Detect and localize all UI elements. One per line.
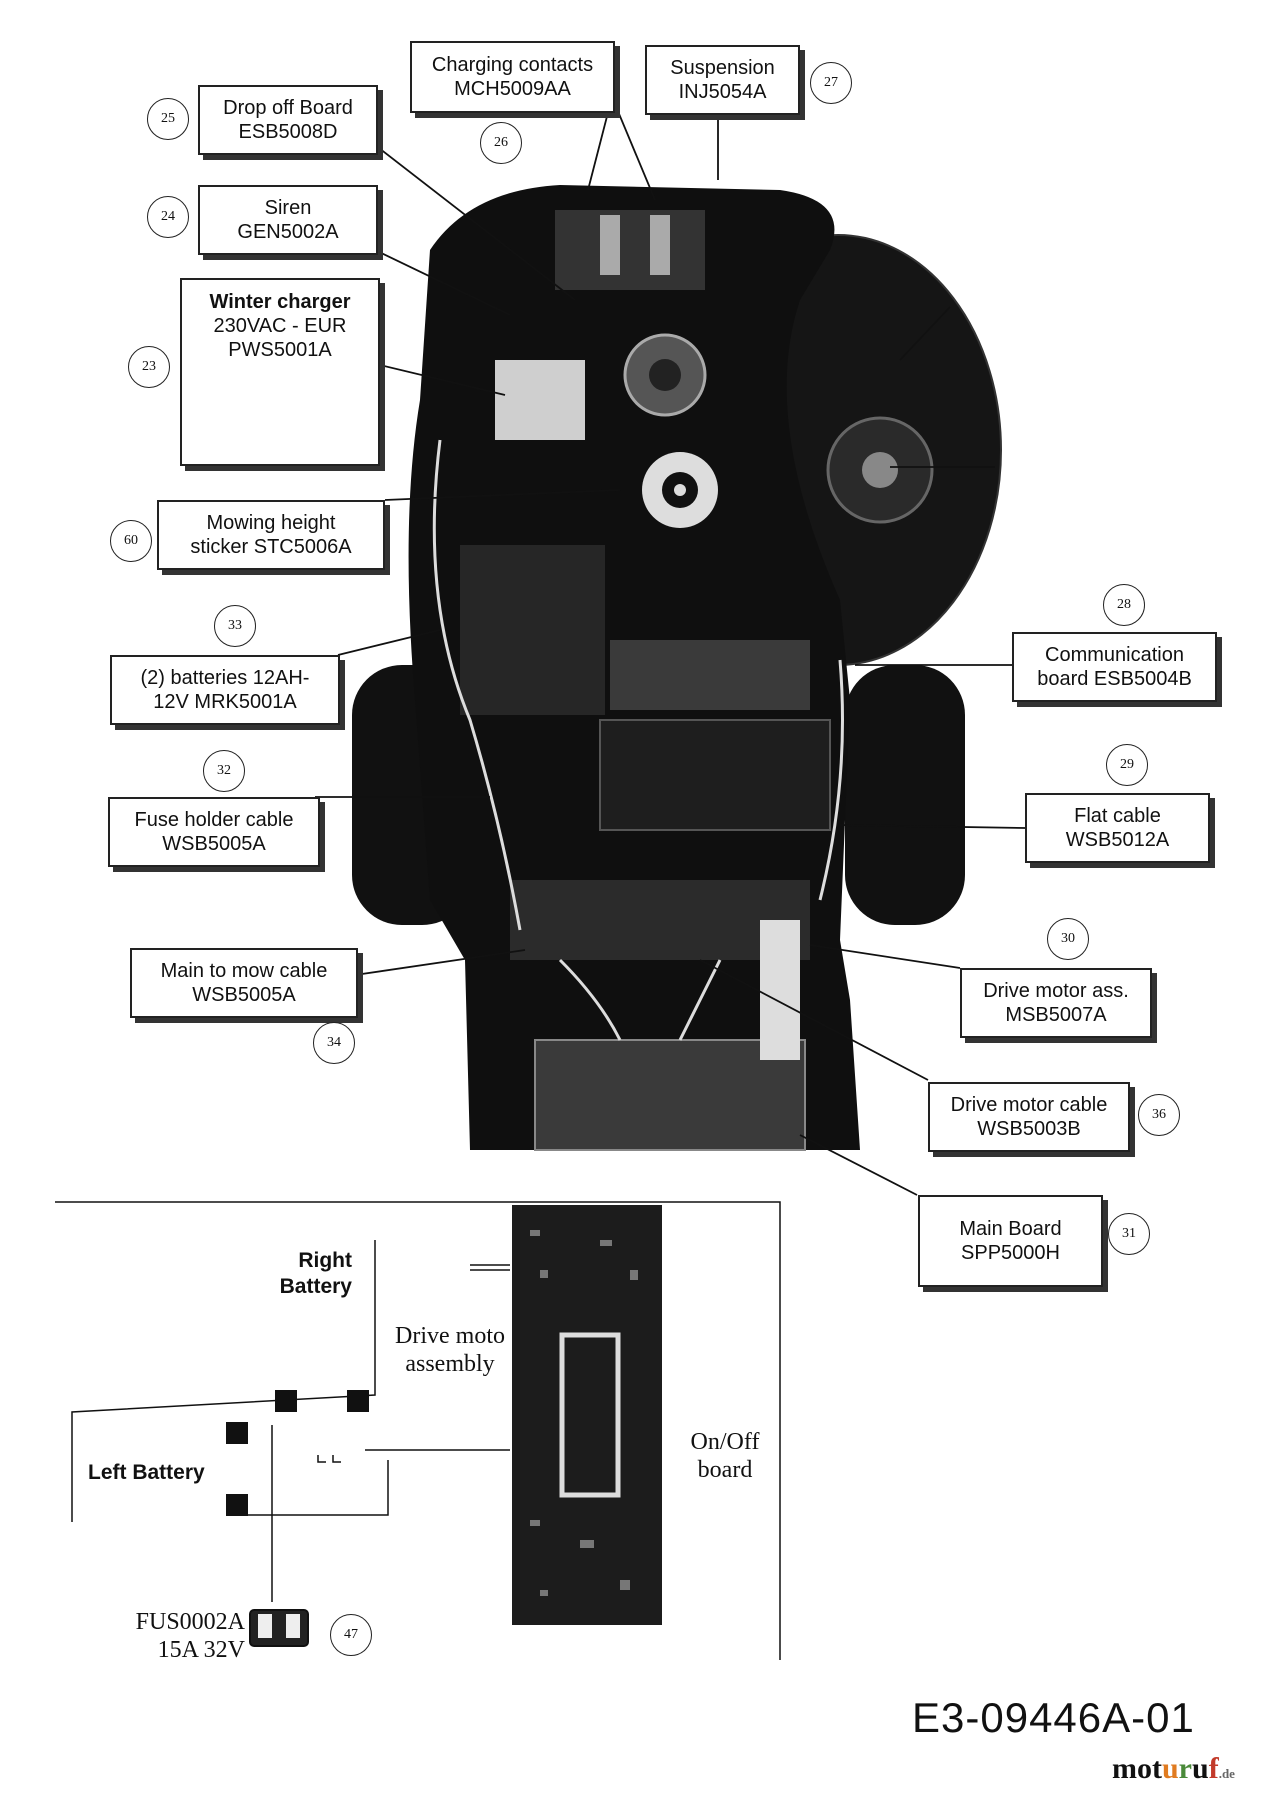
label-line: Winter charger	[209, 291, 351, 313]
callout-number: 27	[810, 62, 852, 104]
label-line: Right	[298, 1249, 352, 1272]
label-line: Siren	[264, 197, 312, 219]
label-line: Charging contacts	[431, 54, 594, 76]
label-line: Battery	[279, 1275, 352, 1298]
callout-number: 24	[147, 196, 189, 238]
label-line: Main to mow cable	[160, 960, 328, 982]
label-line: Drive motor cable	[950, 1094, 1108, 1116]
label-line: Main Board	[959, 1218, 1062, 1240]
label-drive-motor-ass: Drive motor ass. MSB5007A	[960, 968, 1152, 1038]
callout-number: 34	[313, 1022, 355, 1064]
label-batteries: (2) batteries 12AH- 12V MRK5001A	[110, 655, 340, 725]
left-battery-terminal-bottom	[226, 1494, 248, 1516]
label-mowing-height-sticker: Mowing height sticker STC5006A	[157, 500, 385, 570]
right-battery-terminal-right	[347, 1390, 369, 1412]
label-line: Drive moto	[395, 1323, 505, 1349]
label-line: (2) batteries 12AH-	[140, 667, 310, 689]
diagram-reference: E3-09446A-01	[912, 1694, 1195, 1741]
label-line: MCH5009AA	[454, 78, 571, 100]
label-line: WSB5005A	[192, 984, 296, 1006]
callout-number: 36	[1138, 1094, 1180, 1136]
callout-number: 26	[480, 122, 522, 164]
callout-number: 29	[1106, 744, 1148, 786]
fuse-label: FUS0002A 15A 32V	[120, 1608, 245, 1664]
label-line: Drive motor ass.	[983, 980, 1129, 1002]
callout-number: 32	[203, 750, 245, 792]
label-line: board	[697, 1457, 753, 1483]
label-line: 15A 32V	[157, 1637, 245, 1663]
right-battery-label: Right Battery	[262, 1248, 352, 1300]
label-line: MSB5007A	[1005, 1004, 1107, 1026]
label-line: FUS0002A	[135, 1609, 245, 1635]
callout-number: 60	[110, 520, 152, 562]
label-communication-board: Communication board ESB5004B	[1012, 632, 1217, 702]
callout-number: 28	[1103, 584, 1145, 626]
label-line: Drop off Board	[223, 97, 353, 119]
label-line: WSB5012A	[1065, 829, 1170, 851]
callout-number: 47	[330, 1614, 372, 1656]
label-line: ESB5008D	[238, 121, 338, 143]
right-wheel	[845, 665, 965, 925]
brand-part: .de	[1218, 1766, 1235, 1781]
label-line: 12V MRK5001A	[153, 691, 297, 713]
label-line: On/Off	[690, 1429, 760, 1455]
label-line: board ESB5004B	[1037, 668, 1192, 690]
label-line: SPP5000H	[961, 1242, 1060, 1264]
label-line: Mowing height	[206, 512, 336, 534]
drive-motor-assembly-label: Drive moto assembly	[385, 1322, 515, 1378]
on-off-board-label: On/Off board	[680, 1428, 770, 1484]
label-line: Fuse holder cable	[134, 809, 294, 831]
label-line: Flat cable	[1074, 805, 1161, 827]
brand-part: r	[1178, 1752, 1192, 1785]
label-drop-off-board: Drop off Board ESB5008D	[198, 85, 378, 155]
left-battery-terminal-top	[226, 1422, 248, 1444]
callout-number: 25	[147, 98, 189, 140]
label-line: 230VAC - EUR	[213, 315, 347, 337]
label-line: assembly	[405, 1351, 495, 1377]
label-line: Suspension	[670, 57, 775, 79]
left-battery-label: Left Battery	[88, 1461, 205, 1484]
callout-number: 33	[214, 605, 256, 647]
label-main-to-mow-cable: Main to mow cable WSB5005A	[130, 948, 358, 1018]
label-line: WSB5003B	[977, 1118, 1081, 1140]
brand-part: u	[1161, 1752, 1179, 1785]
label-charging-contacts: Charging contacts MCH5009AA	[410, 41, 615, 113]
label-line: sticker STC5006A	[190, 536, 352, 558]
callout-number: 30	[1047, 918, 1089, 960]
label-main-board: Main Board SPP5000H	[918, 1195, 1103, 1287]
label-fuse-holder-cable: Fuse holder cable WSB5005A	[108, 797, 320, 867]
label-drive-motor-cable: Drive motor cable WSB5003B	[928, 1082, 1130, 1152]
label-winter-charger: Winter charger 230VAC - EUR PWS5001A	[180, 278, 380, 466]
label-flat-cable: Flat cable WSB5012A	[1025, 793, 1210, 863]
brand-logo: moturuf.de	[1112, 1752, 1235, 1786]
callout-number: 31	[1108, 1213, 1150, 1255]
label-line: INJ5054A	[678, 81, 767, 103]
callout-number: 23	[128, 346, 170, 388]
brand-part: u	[1192, 1752, 1209, 1785]
label-line: Communication	[1045, 644, 1184, 666]
brand-part: mot	[1112, 1752, 1162, 1785]
label-line: GEN5002A	[237, 221, 339, 243]
right-battery-terminal-left	[275, 1390, 297, 1412]
label-line: PWS5001A	[228, 339, 332, 361]
brand-part: f	[1208, 1752, 1219, 1785]
label-suspension: Suspension INJ5054A	[645, 45, 800, 115]
label-siren: Siren GEN5002A	[198, 185, 378, 255]
label-line: WSB5005A	[162, 833, 266, 855]
